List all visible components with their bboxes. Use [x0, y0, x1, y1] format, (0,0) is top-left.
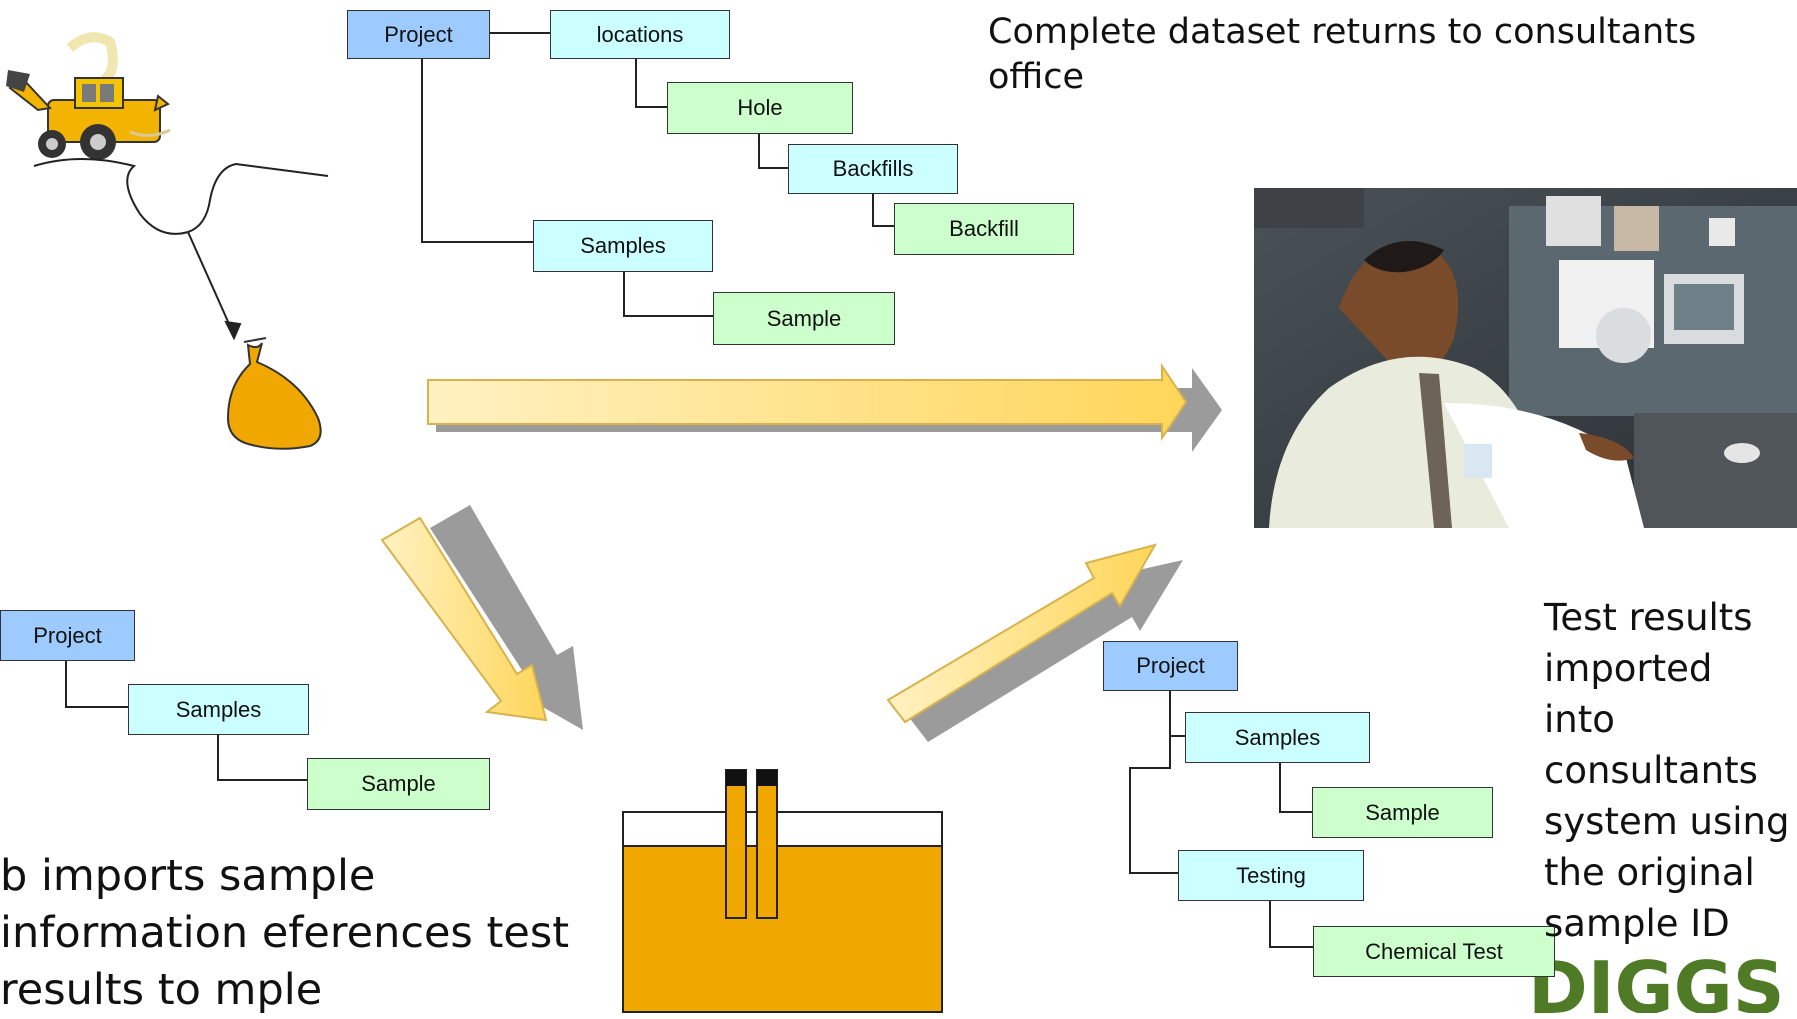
left-tree-samples-box: Samples: [128, 684, 309, 735]
office-photo: [1254, 188, 1797, 528]
right-tree-sample-box: Sample: [1312, 787, 1493, 838]
top-tree-hole-box: Hole: [667, 82, 853, 134]
arrow-to-office: [427, 362, 1222, 452]
sample-bag-icon: [226, 337, 322, 450]
right-tree-connectors: [1129, 689, 1313, 948]
arrow-to-lab: [380, 505, 583, 730]
top-tree-locations-box: locations: [550, 10, 730, 59]
top-tree-connectors: [421, 32, 894, 317]
lab-container: [622, 769, 943, 1013]
test-results-import-text: Test results imported into consultants s…: [1544, 596, 1790, 945]
dataset-return-text: Complete dataset returns to consultants …: [988, 12, 1697, 97]
right-tree-samples-box: Samples: [1185, 712, 1370, 763]
ground-profile: [33, 158, 329, 341]
logo-text: DIGGS: [1528, 946, 1785, 1013]
right-tree-testing-box: Testing: [1178, 850, 1364, 901]
top-tree-project-box: Project: [347, 10, 490, 59]
right-tree-project-box: Project: [1103, 641, 1238, 691]
left-tree-sample-box: Sample: [307, 758, 490, 810]
left-tree-connectors: [65, 659, 307, 781]
left-tree-project-box: Project: [0, 610, 135, 661]
arrow-to-consultant: [886, 543, 1183, 742]
right-tree-chemical-test-box: Chemical Test: [1313, 926, 1555, 977]
top-tree-sample-box: Sample: [713, 292, 895, 345]
lab-import-text: b imports sample information eferences t…: [0, 851, 570, 1015]
excavator-icon: [6, 32, 171, 160]
top-tree-backfill-box: Backfill: [894, 203, 1074, 255]
diggs-logo: DIGGS: [1528, 946, 1785, 1013]
office-photo-illustration: [1254, 188, 1797, 528]
top-tree-backfills-box: Backfills: [788, 144, 958, 194]
top-tree-samples-box: Samples: [533, 220, 713, 272]
